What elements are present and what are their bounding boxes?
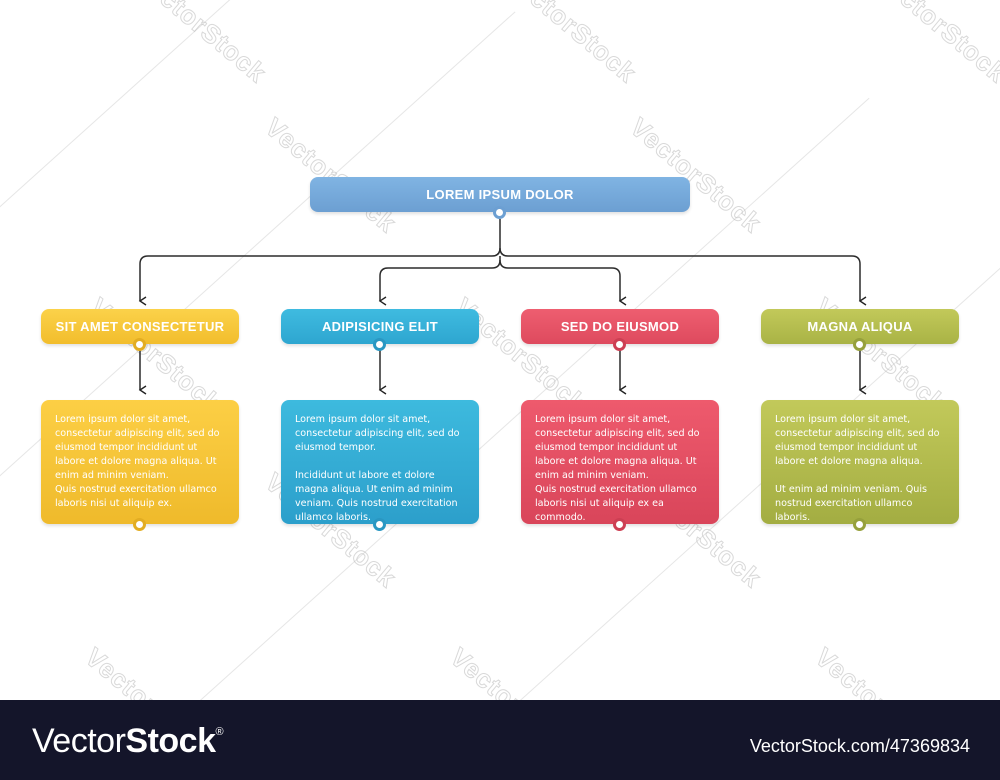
branch-1-title-dot (133, 338, 146, 351)
branch-3-title: SED DO EIUSMOD (560, 319, 680, 334)
branch-2-paragraph-1: Lorem ipsum dolor sit amet, consectetur … (295, 414, 460, 453)
branch-3-description-box: Lorem ipsum dolor sit amet, consectetur … (521, 400, 719, 524)
branch-4-title-dot (853, 338, 866, 351)
branch-2-bottom-dot (373, 518, 386, 531)
branch-2-paragraph-2: Incididunt ut labore et dolore magna ali… (295, 470, 458, 523)
diagram-canvas: VectorStock VectorStock VectorStock Vect… (0, 0, 1000, 700)
branch-1-paragraph-1: Lorem ipsum dolor sit amet, consectetur … (55, 414, 220, 481)
root-connector-dot (493, 206, 506, 219)
branch-3-title-dot (613, 338, 626, 351)
branch-1-description-box: Lorem ipsum dolor sit amet, consectetur … (41, 400, 239, 524)
footer-bar: VectorStock® VectorStock.com/47369834 (0, 700, 1000, 780)
branch-2-description-box: Lorem ipsum dolor sit amet, consectetur … (281, 400, 479, 524)
branch-3-bottom-dot (613, 518, 626, 531)
branch-1-paragraph-2: Quis nostrud exercitation ullamco labori… (55, 484, 217, 509)
connector-lines (138, 219, 867, 395)
branch-2-title-dot (373, 338, 386, 351)
branch-3-paragraph-1: Lorem ipsum dolor sit amet, consectetur … (535, 414, 700, 481)
branch-3-paragraph-2: Quis nostrud exercitation ullamco labori… (535, 484, 697, 523)
vectorstock-logo: VectorStock® (32, 722, 224, 761)
branch-4-paragraph-1: Lorem ipsum dolor sit amet, consectetur … (775, 414, 940, 467)
branch-1-bottom-dot (133, 518, 146, 531)
branch-1-title: SIT AMET CONSECTETUR (55, 319, 225, 334)
branch-4-paragraph-2: Ut enim ad minim veniam. Quis nostrud ex… (775, 484, 927, 523)
registered-mark: ® (215, 726, 224, 738)
logo-bold-text: Stock (125, 722, 216, 760)
branch-4-title: MAGNA ALIQUA (807, 319, 913, 334)
branch-4-description-box: Lorem ipsum dolor sit amet, consectetur … (761, 400, 959, 524)
branch-4-bottom-dot (853, 518, 866, 531)
image-reference: VectorStock.com/47369834 (749, 736, 970, 756)
logo-light-text: Vector (32, 722, 126, 760)
branch-2-title: ADIPISICING ELIT (321, 319, 439, 334)
root-node-label: LOREM IPSUM DOLOR (426, 187, 574, 202)
